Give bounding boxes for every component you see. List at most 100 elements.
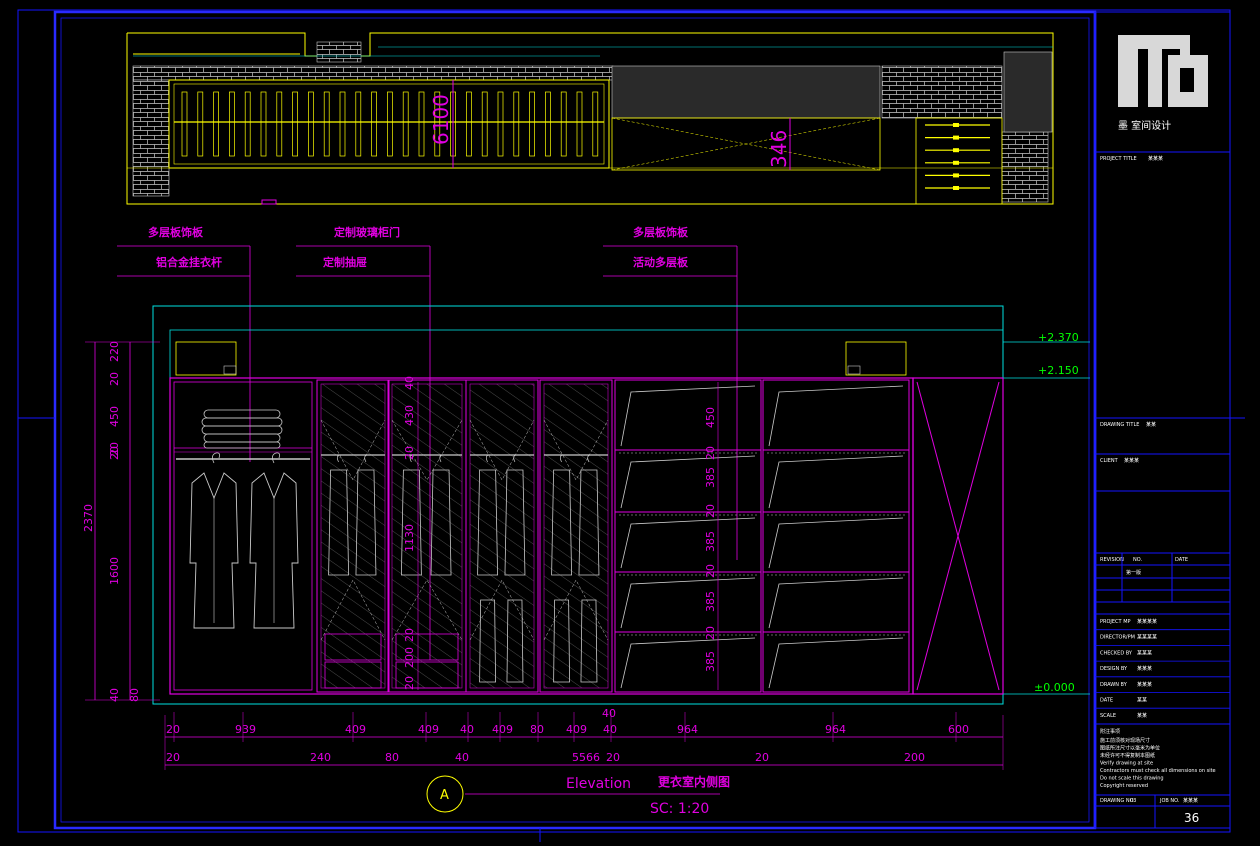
- plan-hanger: [213, 91, 219, 157]
- dim-bottom-1: 40: [603, 723, 617, 736]
- shelf-cabinet: [614, 379, 762, 693]
- dim-bottom-2: 20: [166, 751, 180, 764]
- dim-inner: 20: [403, 628, 416, 642]
- dim-inner: 1130: [403, 524, 416, 552]
- dim-inner: 20: [403, 446, 416, 460]
- folded-clothes: [201, 409, 283, 449]
- tb-row-label: DRAWN BY: [1100, 682, 1128, 688]
- dim-bottom-2: 40: [455, 751, 469, 764]
- note-line: 图纸所注尺寸以毫米为单位: [1100, 745, 1160, 752]
- drawing-scale: SC: 1:20: [650, 801, 709, 817]
- dim-inner: 20: [704, 504, 717, 518]
- plan-hanger: [513, 91, 520, 157]
- dim-inner: 20: [704, 564, 717, 578]
- dim-bottom-2: 5566: [572, 751, 600, 764]
- brand-logo: [1118, 35, 1208, 107]
- note-line: Do not scale this drawing: [1100, 776, 1164, 782]
- dim-bottom-1: 939: [235, 723, 256, 736]
- plan-hanger: [418, 91, 425, 157]
- dim-bottom-1: 409: [345, 723, 366, 736]
- dim-bottom-2: 80: [385, 751, 399, 764]
- shelf-cabinet: [762, 379, 910, 693]
- dim-inner: 20: [704, 626, 717, 640]
- dim-bottom-2: 200: [904, 751, 925, 764]
- label-board-left: 多层板饰板: [148, 225, 204, 239]
- plan-hanger: [592, 91, 599, 157]
- drawing-title-label: DRAWING TITLE: [1100, 422, 1139, 428]
- plan-hanger: [323, 91, 330, 157]
- tb-row-label: DIRECTOR/PM: [1100, 635, 1135, 641]
- note-line: Copyright reserved: [1100, 783, 1148, 789]
- dim-bottom-1: 600: [948, 723, 969, 736]
- drawing-title-value: 某某: [1146, 422, 1156, 428]
- job-no-value: 某某某: [1183, 798, 1198, 804]
- dim-inner: 200: [403, 647, 416, 668]
- dim-bottom-1: 964: [677, 723, 698, 736]
- glass-door-section: [539, 379, 613, 693]
- level-mid: +2.150: [1038, 364, 1079, 377]
- notes-title: 附注事项: [1100, 728, 1120, 735]
- drawing-marker: A: [440, 788, 449, 803]
- plan-hanger: [181, 91, 188, 157]
- tb-row-label: SCALE: [1100, 713, 1116, 719]
- sheet-number: 36: [1184, 811, 1199, 825]
- note-line: Verify drawing at site: [1100, 761, 1153, 767]
- plan-hanger: [355, 91, 362, 157]
- plan-hanger: [244, 91, 251, 157]
- plan-drawer-handle: [953, 148, 959, 153]
- dim-inner: 40: [403, 376, 416, 390]
- plan-hanger: [229, 91, 235, 157]
- tb-row-value: 某某: [1137, 713, 1147, 719]
- note-line: 未经许可不得复制本图纸: [1100, 752, 1155, 759]
- glass-door-section: [465, 379, 539, 693]
- plan-hanger: [402, 91, 409, 157]
- plan-hanger: [529, 91, 535, 157]
- dim-left: 1600: [108, 557, 121, 585]
- plan-hanger: [481, 91, 488, 157]
- label-rod: 铝合金挂衣杆: [156, 255, 222, 269]
- tb-row-value: 某某某某: [1137, 619, 1157, 625]
- dim-left: 450: [108, 406, 121, 427]
- plan-hanger: [197, 91, 204, 157]
- dim-bottom-1: 20: [166, 723, 180, 736]
- plan-drawer-handle: [953, 173, 959, 178]
- plan-drawer-handle: [953, 160, 959, 165]
- revision-label: REVISION: [1100, 557, 1124, 563]
- plan-drawer-handle: [953, 123, 959, 127]
- dim-bottom-1: 409: [418, 723, 439, 736]
- plan-hanger: [308, 91, 314, 157]
- dim-bottom-1: 409: [492, 723, 513, 736]
- dim-left: 20: [108, 442, 121, 456]
- drawing-no-value: 03: [1130, 798, 1136, 804]
- level-top: +2.370: [1038, 331, 1079, 344]
- project-title-label: PROJECT TITLE: [1100, 156, 1137, 162]
- dim-left: 2370: [82, 504, 95, 532]
- revision-no-label: NO.: [1133, 557, 1142, 563]
- dim-left: 80: [128, 688, 141, 702]
- brand-name: 墨 室间设计: [1118, 119, 1171, 132]
- level-floor: ±0.000: [1034, 681, 1075, 694]
- plan-hanger: [371, 91, 377, 157]
- dim-left: 40: [108, 688, 121, 702]
- label-glass-door: 定制玻璃柜门: [334, 225, 400, 239]
- dim-bottom-2: 20: [755, 751, 769, 764]
- revision-value: 第一版: [1126, 569, 1141, 576]
- drawing-name: Elevation: [566, 776, 631, 792]
- dim-inner: 20: [704, 446, 717, 460]
- elevation-view: +2.370 +2.150 ±0.000: [152, 305, 1090, 705]
- glass-door-section: [316, 379, 390, 693]
- plan-drawer-handle: [953, 186, 959, 190]
- client-value: 某某某: [1124, 458, 1139, 464]
- tb-row-label: DESIGN BY: [1100, 666, 1128, 672]
- plan-view: 6100 346: [126, 32, 1054, 205]
- plan-hanger: [260, 91, 267, 157]
- plan-hanger: [339, 91, 346, 157]
- label-shelf: 活动多层板: [633, 255, 689, 269]
- project-title-value: 某某某: [1148, 156, 1163, 162]
- dim-left: 220: [108, 341, 121, 362]
- dim-bottom-1: 964: [825, 723, 846, 736]
- job-no-label: JOB NO.: [1159, 798, 1180, 804]
- dim-bottom-1: 40: [460, 723, 474, 736]
- plan-hanger: [545, 91, 551, 157]
